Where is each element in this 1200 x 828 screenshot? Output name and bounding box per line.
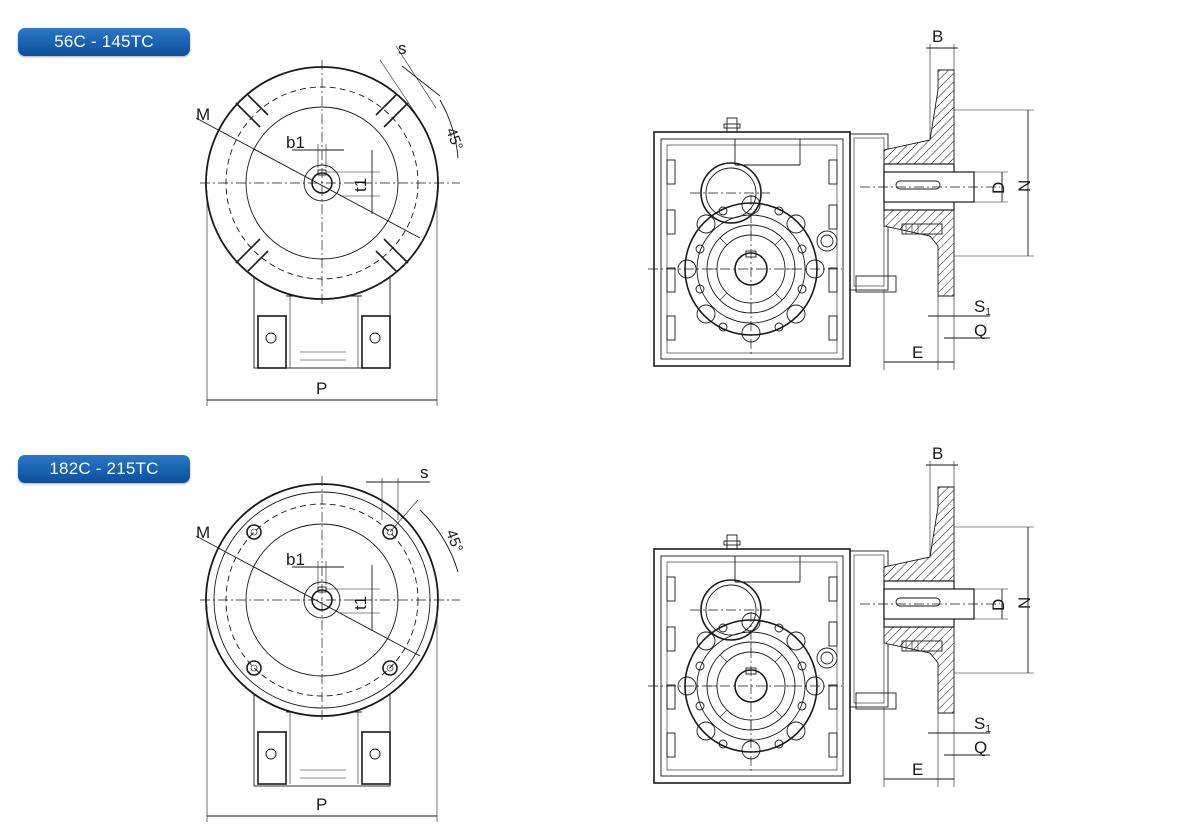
- label-e-top: E: [912, 343, 923, 362]
- label-p-top: P: [316, 379, 327, 398]
- label-n-top: N: [1015, 180, 1034, 192]
- side-view-top: B N D S1 Q E: [647, 27, 1035, 371]
- label-d-top: D: [989, 182, 1008, 194]
- label-b-bottom: B: [932, 444, 943, 463]
- label-s1-bottom: S1: [974, 714, 991, 735]
- label-q-bottom: Q: [974, 738, 987, 757]
- label-n-bottom: N: [1015, 597, 1034, 609]
- label-s-top: s: [398, 39, 407, 58]
- label-b-top: B: [932, 27, 943, 46]
- label-m-bottom: M: [196, 523, 210, 542]
- label-t1-bottom: t1: [351, 596, 370, 610]
- label-s-bottom: s: [420, 463, 429, 482]
- label-q-top: Q: [974, 321, 987, 340]
- label-angle-top: 45°: [442, 126, 466, 153]
- label-p-bottom: P: [316, 795, 327, 814]
- label-angle-bottom: 45°: [442, 528, 466, 555]
- label-e-bottom: E: [912, 760, 923, 779]
- model-badge-bottom: 182C - 215TC: [18, 455, 190, 483]
- label-d-bottom: D: [989, 599, 1008, 611]
- front-view-bottom: M s 45° b1 t1 P: [195, 463, 466, 822]
- label-b1-top: b1: [286, 133, 305, 152]
- side-view-bottom: B N D S1 Q E: [647, 444, 1035, 788]
- label-t1-top: t1: [351, 178, 370, 192]
- label-m-top: M: [196, 105, 210, 124]
- label-s1-top: S1: [974, 297, 991, 318]
- model-badge-top: 56C - 145TC: [18, 28, 190, 56]
- label-b1-bottom: b1: [286, 550, 305, 569]
- front-view-top: M s 45° b1 t1 P: [195, 39, 466, 406]
